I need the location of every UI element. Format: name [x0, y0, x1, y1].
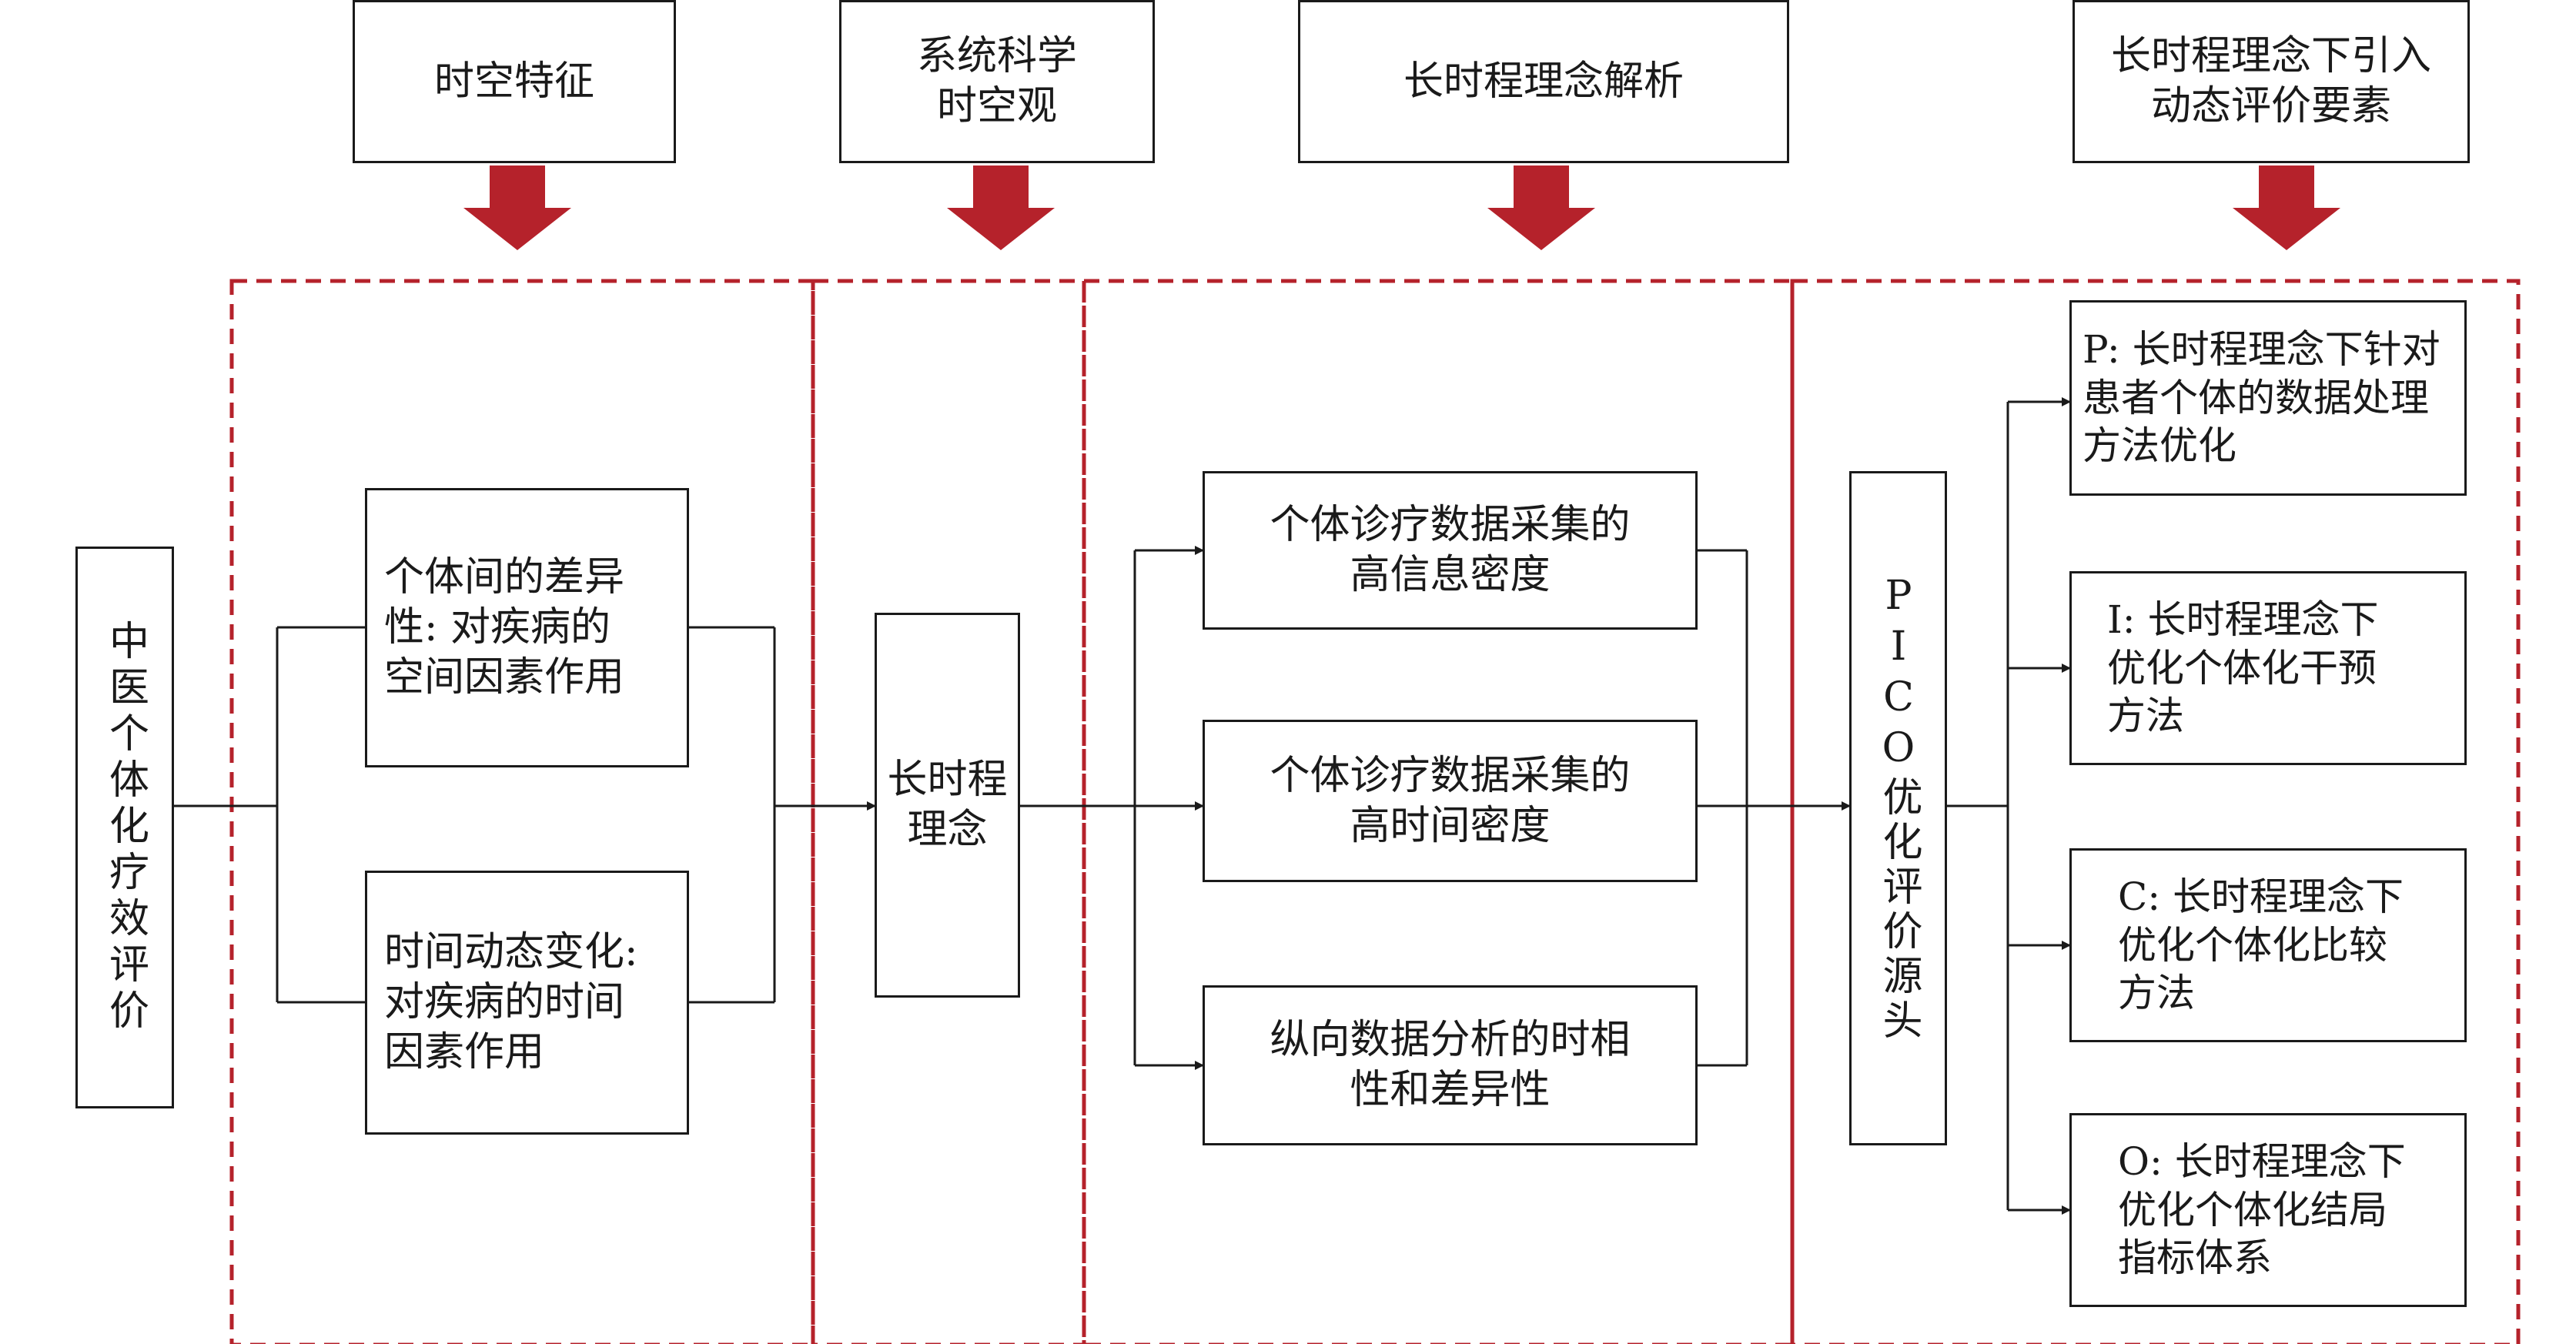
node-temporal-change-text: 时间动态变化:对疾病的时间因素作用	[384, 929, 638, 1075]
label-dynamic-evaluation: 长时程理念下引入动态评价要素	[2073, 0, 2470, 163]
node-longitudinal-analysis: 纵向数据分析的时相性和差异性	[1203, 985, 1698, 1145]
label-systems-science-text: 系统科学时空观	[916, 33, 1077, 129]
node-pico-i: I: 长时程理念下优化个体化干预方法	[2069, 571, 2467, 765]
node-longitudinal-analysis-text: 纵向数据分析的时相性和差异性	[1270, 1017, 1631, 1113]
root-node: 中医个体化疗效评价	[75, 547, 174, 1108]
section-frame-pico	[1790, 279, 2521, 1344]
node-time-density: 个体诊疗数据采集的高时间密度	[1203, 720, 1698, 882]
node-long-course-concept: 长时程理念	[875, 613, 1020, 998]
node-pico-o: O: 长时程理念下优化个体化结局指标体系	[2069, 1113, 2467, 1307]
root-node-text: 中医个体化疗效评价	[102, 620, 149, 1035]
node-info-density-text: 个体诊疗数据采集的高信息密度	[1270, 502, 1631, 598]
node-pico-c: C: 长时程理念下优化个体化比较方法	[2069, 848, 2467, 1042]
node-long-course-concept-text: 长时程理念	[887, 757, 1008, 853]
node-pico-o-text: O: 长时程理念下优化个体化结局指标体系	[2118, 1139, 2406, 1281]
node-pico-p: P: 长时程理念下针对患者个体的数据处理方法优化	[2069, 300, 2467, 496]
node-info-density: 个体诊疗数据采集的高信息密度	[1203, 471, 1698, 630]
label-long-course-analysis-text: 长时程理念解析	[1403, 58, 1684, 105]
node-pico-i-text: I: 长时程理念下优化个体化干预方法	[2107, 597, 2379, 739]
label-systems-science: 系统科学时空观	[839, 0, 1155, 163]
label-long-course-analysis: 长时程理念解析	[1298, 0, 1789, 163]
label-spatiotemporal-features-text: 时空特征	[433, 58, 594, 105]
label-dynamic-evaluation-text: 长时程理念下引入动态评价要素	[2110, 33, 2431, 129]
node-pico-c-text: C: 长时程理念下优化个体化比较方法	[2118, 874, 2404, 1016]
node-pico-source: PICO优化评价源头	[1849, 471, 1947, 1145]
section-frame-spatiotemporal	[229, 279, 815, 1344]
node-pico-p-text: P: 长时程理念下针对患者个体的数据处理方法优化	[2083, 327, 2441, 469]
label-spatiotemporal-features: 时空特征	[353, 0, 676, 163]
red-down-arrow-2	[947, 165, 1055, 250]
node-time-density-text: 个体诊疗数据采集的高时间密度	[1270, 752, 1631, 849]
node-pico-source-text: PICO优化评价源头	[1875, 573, 1922, 1044]
red-down-arrow-1	[463, 165, 571, 250]
node-temporal-change: 时间动态变化:对疾病的时间因素作用	[365, 871, 689, 1135]
node-spatial-difference-text: 个体间的差异性: 对疾病的空间因素作用	[384, 554, 625, 700]
red-down-arrow-4	[2233, 165, 2340, 250]
node-spatial-difference: 个体间的差异性: 对疾病的空间因素作用	[365, 488, 689, 767]
section-frame-data	[1082, 279, 1795, 1344]
red-down-arrow-3	[1487, 165, 1595, 250]
